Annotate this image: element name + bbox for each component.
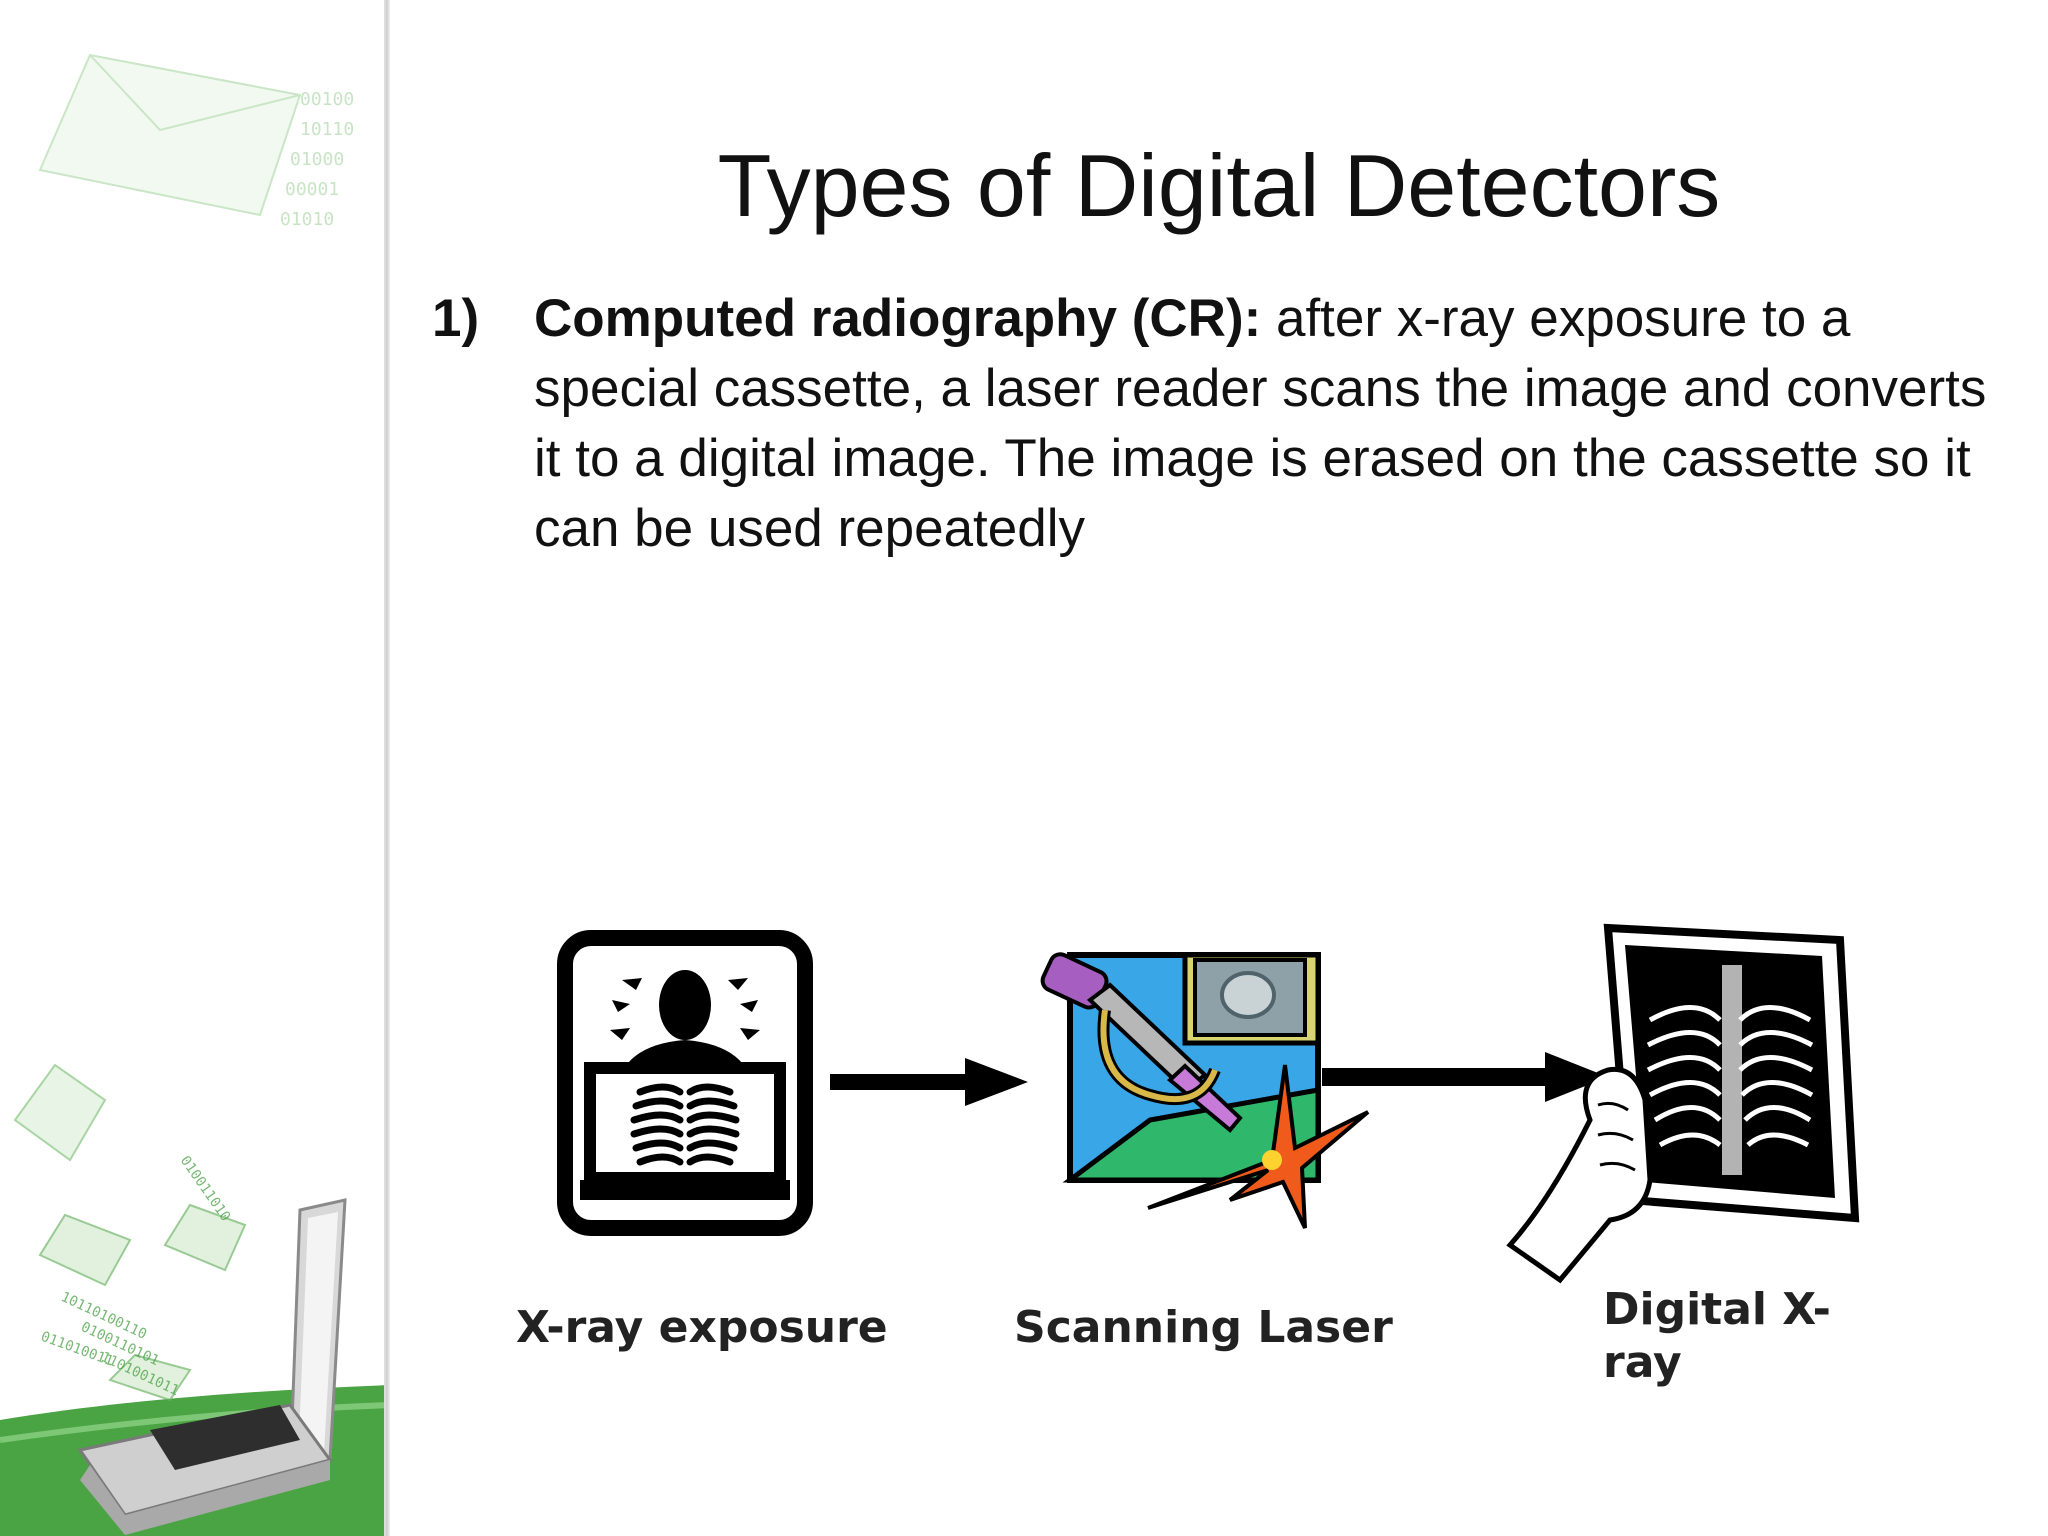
svg-text:00100: 00100 — [300, 89, 354, 110]
side-decoration-panel: 00100 10110 01000 00001 01010 1011010011… — [0, 0, 390, 1536]
step-label-xray-exposure: X-ray exposure — [516, 1302, 888, 1353]
svg-text:01000: 01000 — [290, 149, 344, 170]
laptop-icon — [77, 1198, 347, 1535]
xray-exposure-icon — [557, 930, 813, 1236]
side-divider — [384, 0, 390, 1536]
svg-text:00001: 00001 — [285, 179, 339, 200]
arrow-right-icon — [1322, 1052, 1608, 1102]
digital-xray-film-icon — [1506, 923, 1860, 1284]
list-item-term: Computed radiography (CR): — [534, 289, 1262, 348]
list-item-number: 1) — [432, 289, 480, 348]
envelope-icon-top: 00100 10110 01000 00001 01010 — [38, 53, 354, 230]
svg-text:10110: 10110 — [300, 119, 354, 140]
step-label-scanning-laser: Scanning Laser — [1014, 1302, 1393, 1353]
scanning-laser-icon — [1040, 952, 1370, 1229]
side-decoration-art: 00100 10110 01000 00001 01010 1011010011… — [0, 53, 390, 1536]
list-item-text: Computed radiography (CR): after x-ray e… — [534, 284, 1994, 564]
step-label-digital-xray: Digital X-ray — [1603, 1284, 1831, 1388]
slide-title: Types of Digital Detectors — [717, 136, 1721, 235]
svg-text:01010: 01010 — [280, 209, 334, 230]
list-item-description: after x-ray exposure to a special casset… — [534, 289, 1987, 558]
arrow-right-icon — [830, 1058, 1028, 1106]
